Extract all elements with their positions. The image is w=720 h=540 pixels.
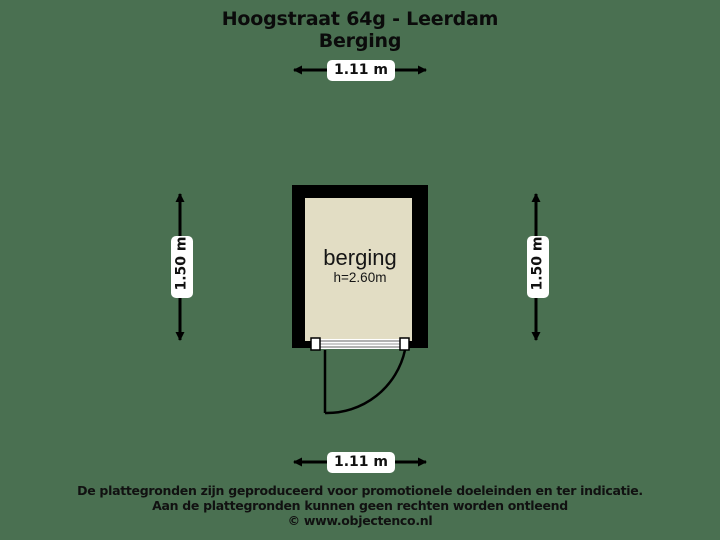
dimension-label-left-text: 1.50 m xyxy=(173,236,190,291)
dimension-label-top: 1.11 m xyxy=(327,60,396,81)
room-interior-berging xyxy=(305,198,412,341)
dimension-label-right: 1.50 m xyxy=(527,236,549,298)
footer-line-3: © www.objectenco.nl xyxy=(287,513,433,528)
dimension-label-bottom: 1.11 m xyxy=(327,452,396,473)
footer-line-2: Aan de plattegronden kunnen geen rechten… xyxy=(152,498,568,513)
dimension-label-right-text: 1.50 m xyxy=(529,236,546,291)
footer: De plattegronden zijn geproduceerd voor … xyxy=(0,483,720,528)
dimension-label-left: 1.50 m xyxy=(171,236,193,298)
footer-line-1: De plattegronden zijn geproduceerd voor … xyxy=(77,483,643,498)
